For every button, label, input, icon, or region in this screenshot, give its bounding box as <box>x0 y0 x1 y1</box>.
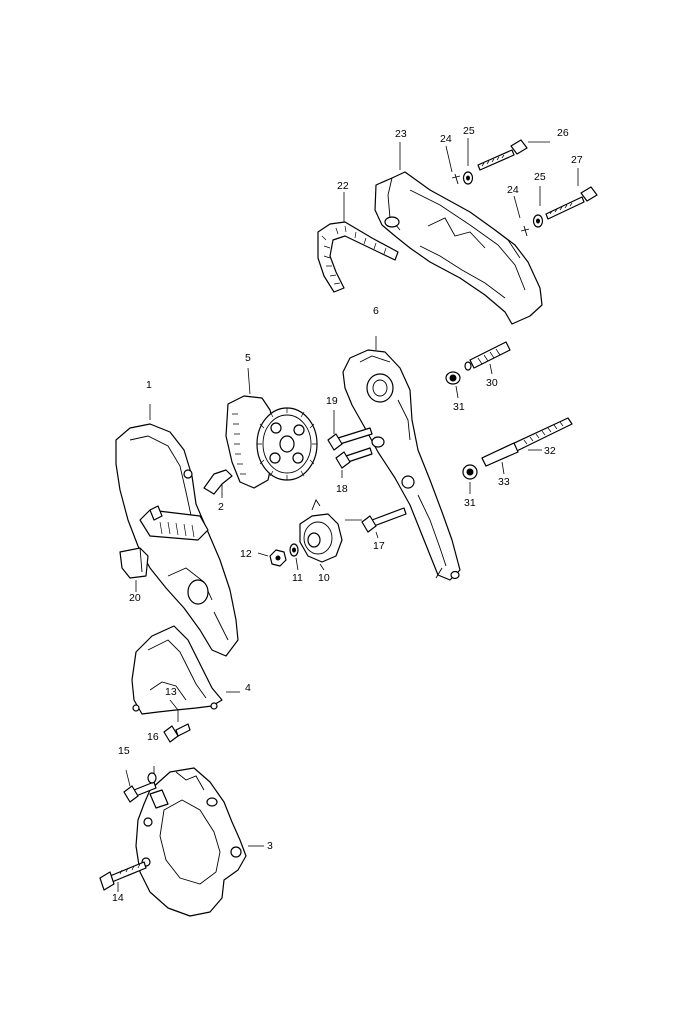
camshaft-sprocket[interactable] <box>225 395 318 489</box>
callout-16: 16 <box>147 731 159 743</box>
callout-32: 32 <box>544 445 556 457</box>
callout-33: 33 <box>498 476 510 488</box>
callout-31a: 31 <box>453 401 465 413</box>
callout-18: 18 <box>336 483 348 495</box>
callout-11: 11 <box>292 572 303 584</box>
callout-19: 19 <box>326 395 338 407</box>
callout-22: 22 <box>337 180 349 192</box>
bracket[interactable] <box>119 547 149 579</box>
callout-20: 20 <box>129 592 141 604</box>
callout-25b: 25 <box>534 171 546 183</box>
bolt-15[interactable] <box>123 772 157 803</box>
washers-24-25[interactable] <box>451 171 544 237</box>
callout-23: 23 <box>395 128 407 140</box>
callout-14: 14 <box>112 892 124 904</box>
upper-timing-cover[interactable] <box>374 171 543 325</box>
tensioner-spring[interactable] <box>464 341 511 371</box>
bolt-17[interactable] <box>345 507 407 533</box>
tensioner-nut-upper[interactable] <box>445 371 461 385</box>
tensioner-pulley[interactable] <box>299 499 343 563</box>
callout-17: 17 <box>373 540 385 552</box>
callout-3: 3 <box>267 840 273 852</box>
lower-timing-cover[interactable] <box>135 767 247 917</box>
callout-labels: 1 2 3 4 5 6 10 11 12 13 14 15 16 17 18 1… <box>112 125 583 904</box>
washer-11[interactable] <box>289 543 299 557</box>
bolt-18[interactable] <box>335 447 373 469</box>
callout-12: 12 <box>240 548 252 560</box>
callout-24a: 24 <box>440 133 452 145</box>
outer-timing-cover[interactable] <box>115 423 239 657</box>
callout-25a: 25 <box>463 125 475 137</box>
tensioner-rod[interactable] <box>481 417 573 467</box>
bolts-26-27[interactable] <box>477 139 598 220</box>
tensioner-nut-lower[interactable] <box>462 464 478 480</box>
leader-lines <box>117 138 579 892</box>
bolt-16[interactable] <box>163 723 191 743</box>
callout-6: 6 <box>373 305 379 317</box>
middle-timing-cover[interactable] <box>131 625 223 715</box>
clip[interactable] <box>203 469 233 495</box>
timing-belt[interactable] <box>317 221 399 293</box>
callout-5: 5 <box>245 352 251 364</box>
callout-30: 30 <box>486 377 498 389</box>
callout-24b: 24 <box>507 184 519 196</box>
callout-10: 10 <box>318 572 330 584</box>
callout-31b: 31 <box>464 497 476 509</box>
callout-1: 1 <box>146 379 152 391</box>
callout-2: 2 <box>218 501 224 513</box>
callout-4: 4 <box>245 682 251 694</box>
callout-27: 27 <box>571 154 583 166</box>
rear-timing-cover[interactable] <box>342 349 461 581</box>
nut-12[interactable] <box>269 549 287 567</box>
callout-15: 15 <box>118 745 130 757</box>
bolt-14[interactable] <box>99 861 147 891</box>
bolt-19[interactable] <box>327 427 373 451</box>
callout-26: 26 <box>557 127 569 139</box>
callout-13: 13 <box>165 686 177 698</box>
